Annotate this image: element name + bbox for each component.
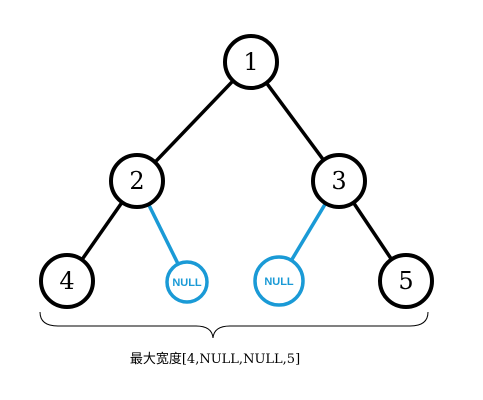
node-label: 4 [59, 267, 74, 295]
tree-node-n5: 5 [378, 253, 434, 309]
edge-n3-n5 [352, 201, 393, 261]
node-circle [39, 253, 95, 309]
node-label: NULL [172, 277, 202, 289]
node-circle [223, 34, 279, 90]
width-brace [39, 311, 429, 339]
max-width-caption: 最大宽度[4,NULL,NULL,5] [129, 352, 301, 367]
null-node-n2r: NULL [165, 260, 209, 304]
node-label: 2 [129, 167, 144, 195]
edge-n1-n2 [153, 79, 235, 164]
edge-n3-n3l [289, 202, 328, 262]
node-circle [253, 255, 305, 307]
edge-n2-n4 [80, 201, 124, 261]
edge-n2-n2r [146, 203, 180, 265]
null-node-n3l: NULL [253, 255, 305, 307]
node-circle [311, 153, 367, 209]
tree-node-n1: 1 [223, 34, 279, 90]
edge-n1-n3 [265, 81, 325, 162]
tree-node-n2: 2 [109, 153, 165, 209]
node-circle [378, 253, 434, 309]
node-label: NULL [264, 276, 294, 288]
node-circle [165, 260, 209, 304]
tree-node-n3: 3 [311, 153, 367, 209]
node-label: 3 [331, 167, 346, 195]
tree-node-n4: 4 [39, 253, 95, 309]
node-label: 1 [243, 48, 258, 76]
node-circle [109, 153, 165, 209]
node-label: 5 [398, 267, 413, 295]
